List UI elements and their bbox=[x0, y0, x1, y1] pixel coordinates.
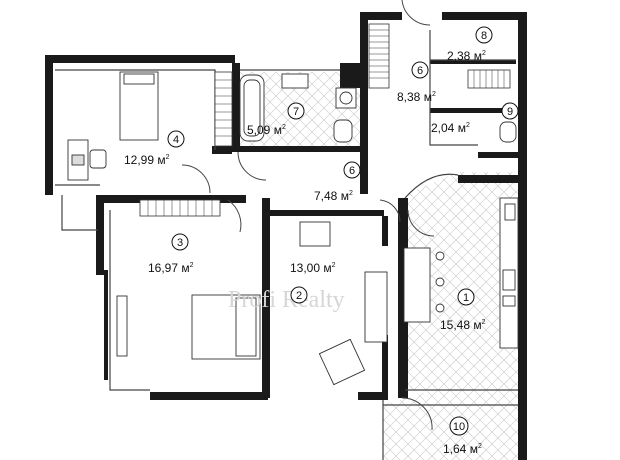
radiator-stripes bbox=[147, 29, 505, 216]
room-7-number: 7 bbox=[293, 106, 299, 118]
room-6-upper-marker bbox=[411, 61, 429, 79]
room-7-marker bbox=[287, 102, 305, 120]
room-6-lower-area: 7,48 м2 bbox=[314, 189, 353, 203]
room-1-marker bbox=[457, 288, 475, 306]
room-2-marker bbox=[290, 286, 308, 304]
room-10-number: 10 bbox=[453, 421, 465, 433]
room-10-area: 1,64 м2 bbox=[443, 442, 482, 456]
room-6-lower-number: 6 bbox=[349, 165, 355, 177]
room-6-upper-area: 8,38 м2 bbox=[397, 90, 436, 104]
room-4-number: 4 bbox=[173, 134, 179, 146]
room-9-number: 9 bbox=[507, 106, 513, 118]
room-9-area: 2,04 м2 bbox=[431, 121, 470, 135]
room-1-number: 1 bbox=[463, 292, 469, 304]
room-6-upper-number: 6 bbox=[417, 65, 423, 77]
room-labels: 1 15,48 м2 2 13,00 м2 3 16,97 м2 4 12,99… bbox=[124, 26, 519, 456]
room-8-marker bbox=[475, 26, 493, 44]
room-1-area: 15,48 м2 bbox=[440, 318, 486, 332]
doors bbox=[181, 0, 435, 431]
room-2-number: 2 bbox=[296, 290, 302, 302]
watermark: Profi Realty bbox=[228, 287, 345, 313]
room-4-marker bbox=[167, 130, 185, 148]
room-9-marker bbox=[501, 102, 519, 120]
room-6-lower-marker bbox=[343, 161, 361, 179]
room-8-area: 2,38 м2 bbox=[447, 49, 486, 63]
room-7-area: 5,09 м2 bbox=[247, 123, 286, 137]
room-3-marker bbox=[171, 233, 189, 251]
room-2-area: 13,00 м2 bbox=[290, 261, 336, 275]
furniture bbox=[67, 71, 519, 386]
room-10-marker bbox=[449, 416, 469, 436]
room-4-area: 12,99 м2 bbox=[124, 153, 170, 167]
walls bbox=[45, 12, 527, 460]
kitchen-floor bbox=[405, 172, 525, 390]
room-3-number: 3 bbox=[177, 237, 183, 249]
room-8-number: 8 bbox=[481, 30, 487, 42]
room-3-area: 16,97 м2 bbox=[148, 261, 194, 275]
